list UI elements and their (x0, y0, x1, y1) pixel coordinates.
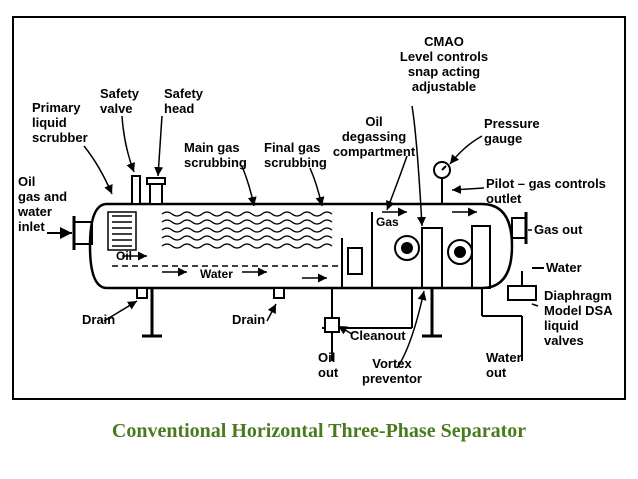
label-line: adjustable (412, 79, 476, 94)
label-line: Drain (82, 312, 115, 327)
label-line: liquid (544, 318, 579, 333)
label-gas-inside: Gas (376, 215, 399, 229)
inlet-pipe (47, 216, 93, 250)
label-drain-mid: Drain (232, 312, 265, 327)
label-line: gauge (484, 131, 522, 146)
label-line: Drain (232, 312, 265, 327)
drains (136, 287, 285, 299)
label-line: snap acting (408, 64, 480, 79)
scrubbing-vanes (161, 211, 333, 249)
label-line: Safety (164, 86, 204, 101)
label-line: Gas out (534, 222, 583, 237)
label-line: Oil (18, 174, 35, 189)
label-line: Oil (365, 114, 382, 129)
top-fittings (131, 175, 166, 205)
label-line: out (318, 365, 339, 380)
label-line: scrubbing (184, 155, 247, 170)
label-line: liquid (32, 115, 67, 130)
diagram-frame (12, 16, 626, 400)
pressure-gauge (433, 161, 451, 204)
label-line: Gas (376, 215, 399, 229)
separator-diagram: PrimaryliquidscrubberSafetyvalveSafetyhe… (17, 34, 613, 386)
label-line: Final gas (264, 140, 320, 155)
label-line: inlet (18, 219, 45, 234)
label-line: outlet (486, 191, 522, 206)
label-oil-inside: Oil (116, 249, 132, 263)
label-line: valves (544, 333, 584, 348)
label-line: Water (546, 260, 582, 275)
level-controls (394, 225, 491, 289)
label-line: compartment (333, 144, 416, 159)
label-line: Diaphragm (544, 288, 612, 303)
label-line: preventor (362, 371, 422, 386)
label-line: CMAO (424, 34, 464, 49)
caption: Conventional Horizontal Three-Phase Sepa… (111, 420, 527, 442)
leader-lines (83, 105, 539, 369)
label-line: Cleanout (350, 328, 406, 343)
label-line: Primary (32, 100, 81, 115)
label-line: degassing (342, 129, 406, 144)
label-line: Water (200, 267, 233, 281)
label-line: head (164, 101, 194, 116)
label-line: scrubber (32, 130, 88, 145)
label-water-right: Water (546, 260, 582, 275)
label-line: gas and (18, 189, 67, 204)
legs (142, 288, 442, 338)
label-line: valve (100, 101, 133, 116)
gas-out-pipe (511, 212, 528, 244)
flow-arrows (112, 207, 477, 283)
label-line: Pilot – gas controls (486, 176, 606, 191)
weir (341, 212, 373, 288)
primary-scrubber (107, 211, 137, 251)
label-line: Safety (100, 86, 140, 101)
label-line: Water (486, 350, 522, 365)
label-drain-left: Drain (82, 312, 115, 327)
label-line: Level controls (400, 49, 488, 64)
label-cleanout: Cleanout (350, 328, 406, 343)
label-gas-out: Gas out (534, 222, 583, 237)
label-water-inside: Water (200, 267, 233, 281)
label-line: out (486, 365, 507, 380)
oil-out-piping (322, 288, 413, 361)
water-out-piping (481, 267, 544, 361)
label-line: Model DSA (544, 303, 613, 318)
label-line: Pressure (484, 116, 540, 131)
label-line: Vortex (372, 356, 412, 371)
label-line: Oil (116, 249, 132, 263)
label-line: water (17, 204, 52, 219)
label-line: Main gas (184, 140, 240, 155)
label-line: scrubbing (264, 155, 327, 170)
label-line: Oil (318, 350, 335, 365)
